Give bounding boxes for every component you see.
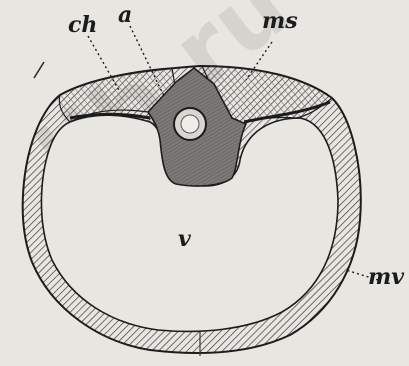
stray-mark bbox=[34, 62, 44, 78]
label-v: v bbox=[178, 228, 191, 250]
label-ch: ch bbox=[68, 14, 97, 36]
notochord-core bbox=[181, 115, 199, 133]
label-ms: ms bbox=[262, 10, 298, 32]
label-a: a bbox=[118, 4, 132, 26]
label-mv: mv bbox=[368, 266, 404, 288]
